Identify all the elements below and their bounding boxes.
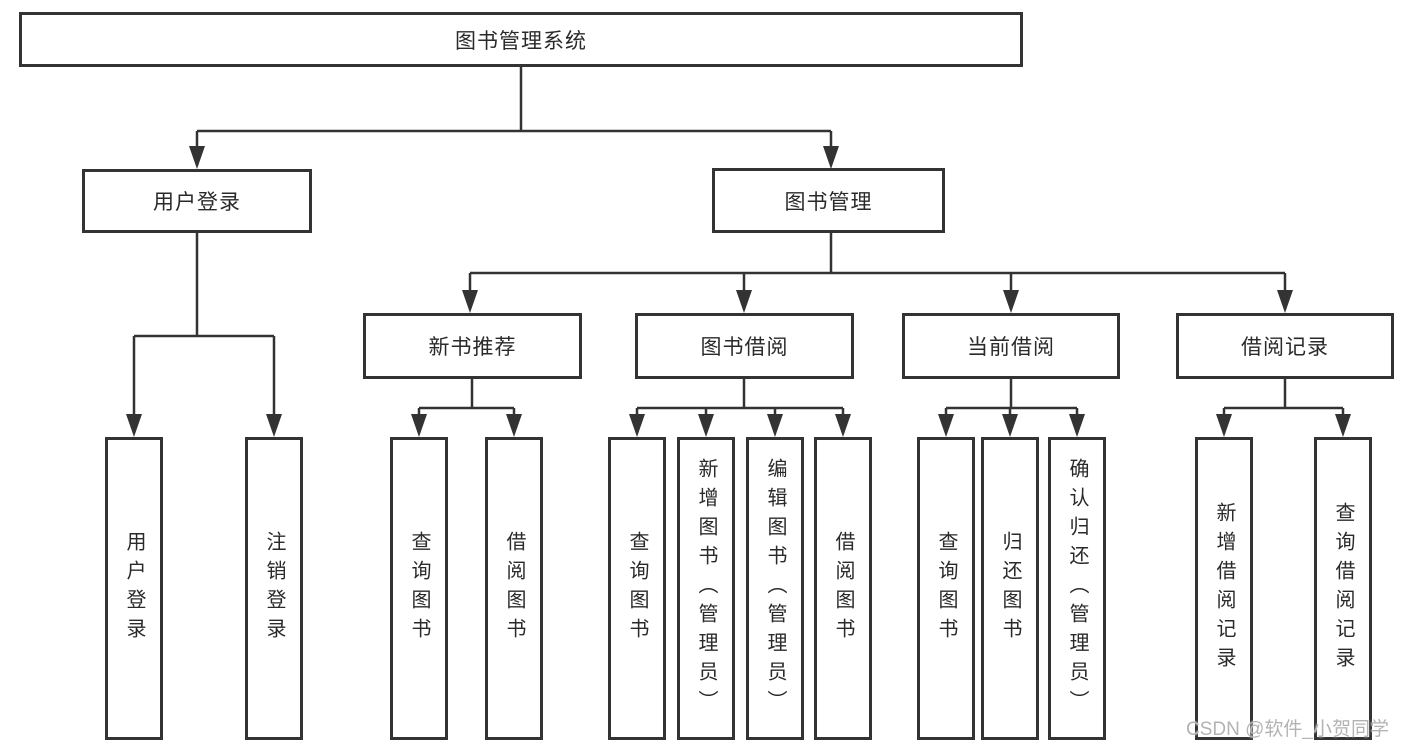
node-current-borrowing-label: 当前借阅: [967, 336, 1055, 359]
node-borrow-records-label: 借阅记录: [1241, 336, 1329, 359]
leaf-current-return-books-label: 归还图书: [999, 530, 1021, 647]
node-current-borrowing: 当前借阅: [902, 313, 1120, 379]
leaf-records-add-record: 新增借阅记录: [1195, 437, 1253, 740]
node-user-login-label: 用户登录: [153, 191, 241, 214]
arrowhead-down-icon: [1003, 290, 1019, 313]
arrowhead-down-icon: [698, 414, 714, 437]
node-new-book-recommend: 新书推荐: [363, 313, 582, 379]
leaf-borrowing-query-books: 查询图书: [608, 437, 666, 740]
arrowhead-down-icon: [1002, 414, 1018, 437]
leaf-borrowing-borrow-books: 借阅图书: [814, 437, 872, 740]
leaf-current-query-books-label: 查询图书: [935, 530, 957, 647]
node-new-book-recommend-label: 新书推荐: [428, 336, 517, 359]
leaf-recommend-borrow-books-label: 借阅图书: [503, 530, 525, 647]
arrowhead-down-icon: [411, 414, 427, 437]
node-book-management: 图书管理: [712, 168, 945, 233]
leaf-recommend-query-books: 查询图书: [390, 437, 448, 740]
leaf-borrowing-query-books-label: 查询图书: [626, 530, 648, 647]
node-borrow-records: 借阅记录: [1176, 313, 1394, 379]
node-book-borrowing-label: 图书借阅: [700, 336, 789, 359]
node-user-login: 用户登录: [82, 169, 312, 233]
leaf-current-query-books: 查询图书: [917, 437, 975, 740]
node-root-label: 图书管理系统: [455, 29, 587, 53]
leaf-recommend-borrow-books: 借阅图书: [485, 437, 543, 740]
leaf-borrowing-add-books-admin-label: 新增图书（管理员）: [695, 458, 717, 719]
node-book-borrowing: 图书借阅: [635, 313, 854, 379]
arrowhead-down-icon: [266, 414, 282, 437]
leaf-logout-label: 注销登录: [263, 530, 285, 647]
arrowhead-down-icon: [1277, 290, 1293, 313]
arrowhead-down-icon: [1335, 414, 1351, 437]
arrowhead-down-icon: [462, 290, 478, 313]
arrowhead-down-icon: [1069, 414, 1085, 437]
arrowhead-down-icon: [938, 414, 954, 437]
arrowhead-down-icon: [126, 414, 142, 437]
leaf-borrowing-edit-books-admin: 编辑图书（管理员）: [746, 437, 804, 740]
leaf-current-confirm-return-admin-label: 确认归还（管理员）: [1066, 458, 1088, 719]
node-root: 图书管理系统: [19, 12, 1023, 67]
leaf-logout: 注销登录: [245, 437, 303, 740]
arrowhead-down-icon: [736, 290, 752, 313]
arrowhead-down-icon: [506, 414, 522, 437]
leaf-user-login-label: 用户登录: [123, 530, 145, 647]
arrowhead-down-icon: [767, 414, 783, 437]
leaf-records-query-record: 查询借阅记录: [1314, 437, 1372, 740]
arrowhead-down-icon: [629, 414, 645, 437]
node-book-management-label: 图书管理: [784, 190, 873, 214]
leaf-records-query-record-label: 查询借阅记录: [1332, 501, 1354, 676]
leaf-records-add-record-label: 新增借阅记录: [1213, 501, 1235, 676]
arrowhead-down-icon: [835, 414, 851, 437]
leaf-borrowing-edit-books-admin-label: 编辑图书（管理员）: [764, 458, 786, 719]
leaf-recommend-query-books-label: 查询图书: [408, 530, 430, 647]
arrowhead-down-icon: [1216, 414, 1232, 437]
arrowhead-down-icon: [823, 146, 839, 169]
leaf-borrowing-add-books-admin: 新增图书（管理员）: [677, 437, 735, 740]
csdn-watermark: CSDN @软件_小贺同学: [1186, 719, 1389, 740]
leaf-current-confirm-return-admin: 确认归还（管理员）: [1048, 437, 1106, 740]
arrowhead-down-icon: [189, 146, 205, 169]
leaf-user-login: 用户登录: [105, 437, 163, 740]
leaf-current-return-books: 归还图书: [981, 437, 1039, 740]
leaf-borrowing-borrow-books-label: 借阅图书: [832, 530, 854, 647]
